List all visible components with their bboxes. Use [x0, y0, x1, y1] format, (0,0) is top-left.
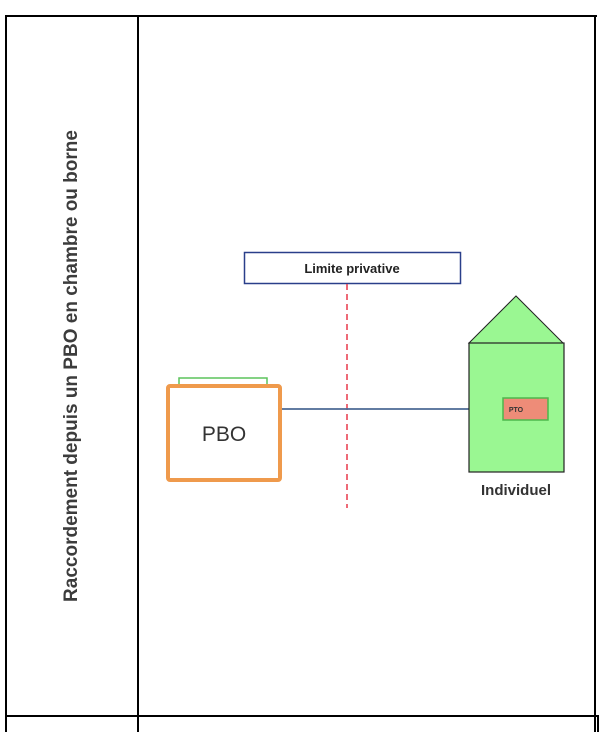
pbo-box: PBO	[166, 377, 282, 482]
table-top-border	[5, 15, 597, 17]
pbo-label: PBO	[202, 423, 246, 446]
limit-box-frame	[243, 251, 462, 285]
table-column-divider	[137, 15, 139, 732]
table-right-stub	[597, 715, 599, 732]
house-individuel: PTO Individuel	[467, 295, 565, 499]
table-left-border	[5, 15, 7, 732]
house-roof	[467, 295, 565, 344]
limit-label: Limite privative	[304, 261, 399, 276]
pto-box	[502, 397, 549, 421]
pbo-lid	[178, 377, 268, 386]
house-label: Individuel	[481, 482, 551, 499]
limit-box: Limite privative	[243, 251, 462, 285]
table-right-border	[594, 15, 596, 732]
pbo-frame	[166, 384, 282, 482]
table-bottom-border	[5, 715, 597, 717]
pto-label: PTO	[509, 407, 524, 414]
